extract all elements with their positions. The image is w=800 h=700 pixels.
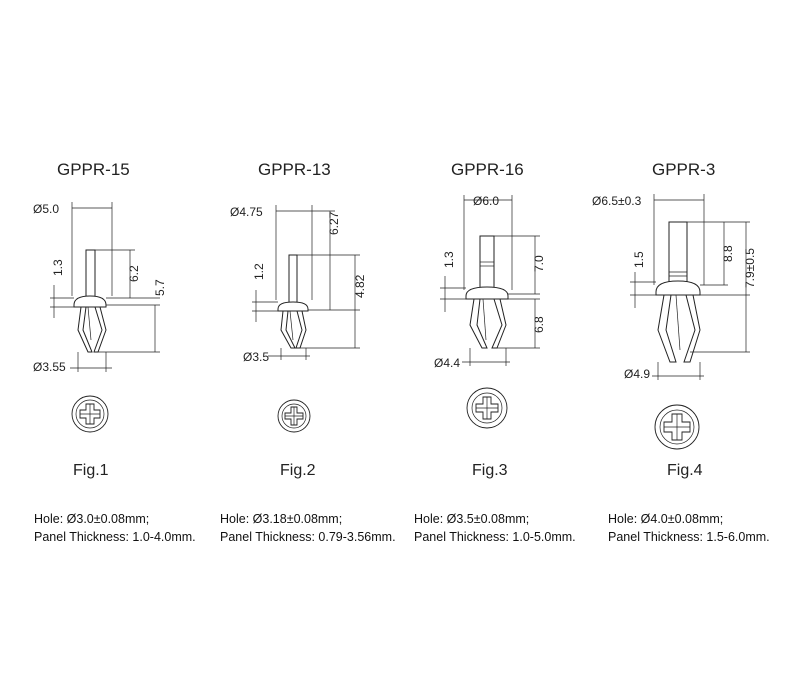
rivet-leg-left (77, 306, 93, 353)
dim-pin-length: 7.0 (532, 255, 546, 272)
dim-body-length: 5.7 (153, 279, 167, 296)
dim-head-thickness: 1.2 (252, 263, 266, 280)
rivet-pin (668, 221, 688, 283)
rivet-leg-right (295, 310, 307, 349)
spec-block: Hole: Ø4.0±0.08mm; Panel Thickness: 1.5-… (608, 510, 770, 546)
panel-thickness-spec: Panel Thickness: 1.0-5.0mm. (414, 530, 576, 544)
rivet-leg-left (280, 310, 296, 349)
figure-gppr-16: GPPR-16 Ø6.0 1.3 7.0 6.8 Ø4.4 (400, 0, 600, 700)
hole-spec: Hole: Ø4.0±0.08mm; (608, 512, 724, 526)
rivet-drawing: Ø6.0 1.3 7.0 6.8 Ø4.4 (434, 194, 546, 429)
rivet-leg-right (93, 306, 107, 353)
figure-caption: Fig.1 (73, 462, 109, 479)
dim-head-thickness: 1.3 (51, 259, 65, 276)
dim-head-diameter: Ø6.5±0.3 (592, 194, 642, 208)
dim-leg-diameter: Ø4.4 (434, 356, 460, 370)
figure-gppr-15: GPPR-15 Ø5.0 1.3 6.2 5.7 Ø3.55 (0, 0, 200, 700)
figure-gppr-13: GPPR-13 Ø4.75 1.2 6.27 4.82 Ø3.5 (200, 0, 400, 700)
hole-spec: Hole: Ø3.0±0.08mm; (34, 512, 150, 526)
panel-thickness-spec: Panel Thickness: 1.5-6.0mm. (608, 530, 770, 544)
rivet-leg-right (683, 294, 701, 363)
dim-head-thickness: 1.3 (442, 251, 456, 268)
dim-body-length: 7.9±0.5 (743, 248, 757, 288)
rivet-pin (288, 254, 298, 304)
panel-thickness-spec: Panel Thickness: 0.79-3.56mm. (220, 530, 396, 544)
dim-body-length: 6.8 (532, 316, 546, 333)
rivet-leg-left (657, 294, 677, 363)
dim-pin-length: 6.2 (127, 265, 141, 282)
rivet-head (277, 301, 309, 312)
rivet-head (655, 280, 701, 296)
part-title: GPPR-16 (451, 160, 524, 179)
spec-block: Hole: Ø3.18±0.08mm; Panel Thickness: 0.7… (220, 510, 396, 546)
panel-thickness-spec: Panel Thickness: 1.0-4.0mm. (34, 530, 196, 544)
rivet-pin (85, 249, 96, 299)
hole-spec: Hole: Ø3.18±0.08mm; (220, 512, 343, 526)
rivet-head (73, 295, 107, 308)
figure-caption: Fig.3 (472, 462, 508, 479)
top-view (71, 395, 109, 433)
part-title: GPPR-15 (57, 160, 130, 179)
part-title: GPPR-3 (652, 160, 716, 179)
dim-leg-diameter: Ø4.9 (624, 367, 650, 381)
dim-pin-length: 6.27 (327, 211, 341, 235)
rivet-drawing: Ø5.0 1.3 6.2 5.7 Ø3.55 (33, 202, 167, 433)
hole-spec: Hole: Ø3.5±0.08mm; (414, 512, 530, 526)
spec-block: Hole: Ø3.5±0.08mm; Panel Thickness: 1.0-… (414, 510, 576, 546)
dim-body-length: 4.82 (353, 274, 367, 298)
rivet-drawing: Ø6.5±0.3 1.5 8.8 7.9±0.5 Ø4.9 (592, 194, 757, 450)
figure-gppr-3: GPPR-3 Ø6.5±0.3 1.5 8.8 7.9±0.5 Ø4.9 (592, 0, 800, 700)
dim-leg-diameter: Ø3.55 (33, 360, 66, 374)
dim-head-thickness: 1.5 (632, 251, 646, 268)
top-view (277, 399, 311, 433)
dim-leg-diameter: Ø3.5 (243, 350, 269, 364)
dim-head-diameter: Ø6.0 (473, 194, 499, 208)
dim-head-diameter: Ø4.75 (230, 205, 263, 219)
spec-block: Hole: Ø3.0±0.08mm; Panel Thickness: 1.0-… (34, 510, 196, 546)
dim-head-diameter: Ø5.0 (33, 202, 59, 216)
dim-pin-length: 8.8 (721, 245, 735, 262)
rivet-leg-right (491, 298, 507, 349)
rivet-head (465, 286, 509, 300)
rivet-leg-left (469, 298, 488, 349)
figure-caption: Fig.4 (667, 462, 703, 479)
figure-caption: Fig.2 (280, 462, 316, 479)
part-title: GPPR-13 (258, 160, 331, 179)
rivet-drawing: Ø4.75 1.2 6.27 4.82 Ø3.5 (230, 205, 367, 433)
top-view (654, 404, 700, 450)
top-view (466, 387, 508, 429)
